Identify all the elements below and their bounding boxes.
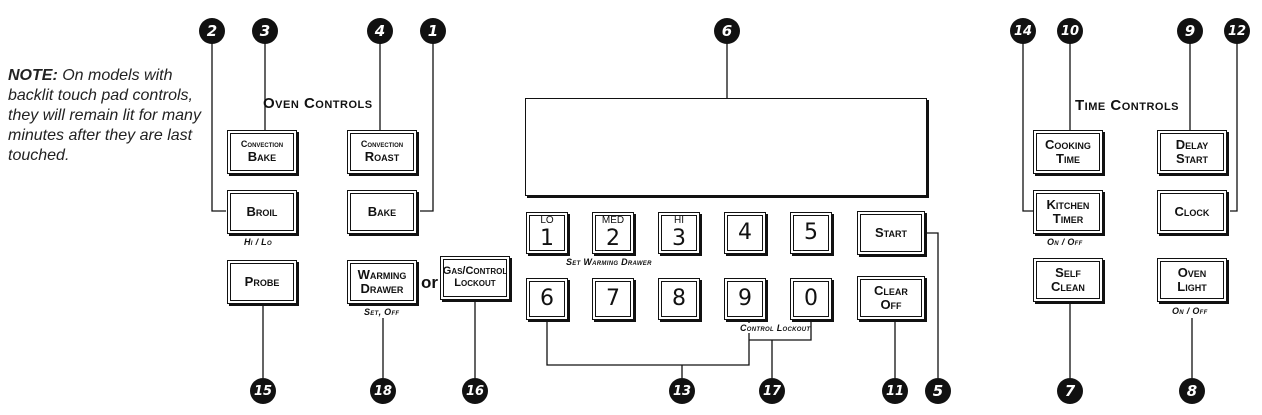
callout-badge-13: 13	[669, 378, 695, 404]
start-button[interactable]: Start	[857, 211, 925, 255]
delay-start-button[interactable]: Delay Start	[1157, 130, 1227, 174]
bake-label: Bake	[367, 204, 397, 220]
convection-bake-button[interactable]: Convection Bake	[227, 130, 297, 174]
oven-controls-label: Oven Controls	[263, 95, 373, 112]
oven-light-line2: Light	[1177, 279, 1207, 294]
time-controls-label: Time Controls	[1075, 97, 1179, 114]
self-clean-button[interactable]: Self Clean	[1033, 258, 1103, 302]
numpad-key-6[interactable]: 6	[526, 278, 568, 320]
callout-badge-11: 11	[882, 378, 908, 404]
callout-badge-6: 6	[714, 18, 740, 44]
display-window	[525, 98, 927, 196]
numpad-key-2-sup: MED	[601, 215, 625, 227]
numpad-key-1[interactable]: LO 1	[526, 212, 568, 254]
clear-off-button[interactable]: Clear Off	[857, 276, 925, 320]
note-title: NOTE:	[8, 67, 58, 84]
convection-bake-line2: Bake	[247, 148, 277, 164]
callout-badge-14: 14	[1010, 18, 1036, 44]
cooking-time-line1: Cooking	[1045, 137, 1091, 153]
control-lockout-sublabel: Control Lockout	[740, 323, 811, 333]
callout-badge-5: 5	[925, 378, 951, 404]
numpad-key-2-digit: 2	[606, 225, 620, 251]
self-clean-line1: Self	[1055, 265, 1081, 281]
callout-badge-2: 2	[199, 18, 225, 44]
cooking-time-button[interactable]: Cooking Time	[1033, 130, 1103, 174]
callout-badge-15: 15	[250, 378, 276, 404]
numpad-key-7[interactable]: 7	[592, 278, 634, 320]
self-clean-line2: Clean	[1051, 279, 1085, 294]
numpad-key-3-sup: HI	[674, 215, 684, 227]
convection-bake-line1: Convection	[240, 139, 284, 150]
kitchen-timer-sublabel: On / Off	[1047, 237, 1083, 247]
kitchen-timer-line2: Timer	[1052, 211, 1084, 226]
callout-badge-4: 4	[367, 18, 393, 44]
numpad-key-7-digit: 7	[606, 286, 620, 312]
broil-sublabel: Hi / Lo	[244, 237, 272, 247]
numpad-key-9[interactable]: 9	[724, 278, 766, 320]
oven-light-button[interactable]: Oven Light	[1157, 258, 1227, 302]
numpad-key-2[interactable]: MED 2	[592, 212, 634, 254]
delay-start-line2: Start	[1176, 151, 1208, 166]
numpad-key-1-sup: LO	[540, 215, 554, 227]
broil-label: Broil	[246, 204, 278, 220]
callout-badge-18: 18	[370, 378, 396, 404]
warming-drawer-line2: Drawer	[360, 281, 404, 296]
warming-drawer-sublabel: Set, Off	[364, 307, 400, 317]
clear-off-line2: Off	[880, 297, 902, 312]
convection-roast-line2: Roast	[364, 148, 400, 164]
oven-light-line1: Oven	[1177, 265, 1207, 281]
bake-button[interactable]: Bake	[347, 190, 417, 234]
clear-off-line1: Clear	[874, 283, 908, 299]
set-warming-drawer-sublabel: Set Warming Drawer	[566, 257, 652, 267]
callout-badge-7: 7	[1057, 378, 1083, 404]
numpad-key-3[interactable]: HI 3	[658, 212, 700, 254]
backlit-note: NOTE: On models with backlit touch pad c…	[8, 66, 208, 166]
numpad-key-4-digit: 4	[738, 220, 752, 246]
callout-badge-3: 3	[252, 18, 278, 44]
numpad-key-0-digit: 0	[804, 286, 818, 312]
clock-label: Clock	[1174, 204, 1210, 220]
callout-badge-1: 1	[420, 18, 446, 44]
lockout-line1: Gas/Control	[442, 265, 508, 278]
callout-badge-17: 17	[759, 378, 785, 404]
warming-drawer-line1: Warming	[357, 267, 407, 283]
numpad-key-6-digit: 6	[540, 286, 554, 312]
numpad-key-5-digit: 5	[804, 220, 818, 246]
cooking-time-line2: Time	[1056, 151, 1080, 166]
numpad-key-8[interactable]: 8	[658, 278, 700, 320]
numpad-key-5[interactable]: 5	[790, 212, 832, 254]
numpad-key-1-digit: 1	[540, 225, 554, 251]
gas-control-lockout-button[interactable]: Gas/Control Lockout	[440, 256, 510, 300]
probe-button[interactable]: Probe	[227, 260, 297, 304]
callout-badge-12: 12	[1224, 18, 1250, 44]
kitchen-timer-button[interactable]: Kitchen Timer	[1033, 190, 1103, 234]
lockout-line2: Lockout	[454, 277, 496, 289]
numpad-key-9-digit: 9	[738, 286, 752, 312]
start-label: Start	[875, 225, 907, 241]
numpad-key-8-digit: 8	[672, 286, 686, 312]
numpad-key-0[interactable]: 0	[790, 278, 832, 320]
numpad-key-4[interactable]: 4	[724, 212, 766, 254]
or-label: or	[421, 273, 438, 292]
probe-label: Probe	[244, 274, 280, 290]
callout-badge-10: 10	[1057, 18, 1083, 44]
kitchen-timer-line1: Kitchen	[1046, 197, 1090, 213]
oven-light-sublabel: On / Off	[1172, 306, 1208, 316]
broil-button[interactable]: Broil	[227, 190, 297, 234]
clock-button[interactable]: Clock	[1157, 190, 1227, 234]
delay-start-line1: Delay	[1175, 137, 1209, 153]
callout-badge-16: 16	[462, 378, 488, 404]
convection-roast-line1: Convection	[360, 139, 404, 150]
callout-badge-9: 9	[1177, 18, 1203, 44]
note-text: On models with backlit touch pad control…	[8, 67, 201, 164]
convection-roast-button[interactable]: Convection Roast	[347, 130, 417, 174]
warming-drawer-button[interactable]: Warming Drawer	[347, 260, 417, 304]
numpad-key-3-digit: 3	[672, 225, 686, 251]
callout-badge-8: 8	[1179, 378, 1205, 404]
